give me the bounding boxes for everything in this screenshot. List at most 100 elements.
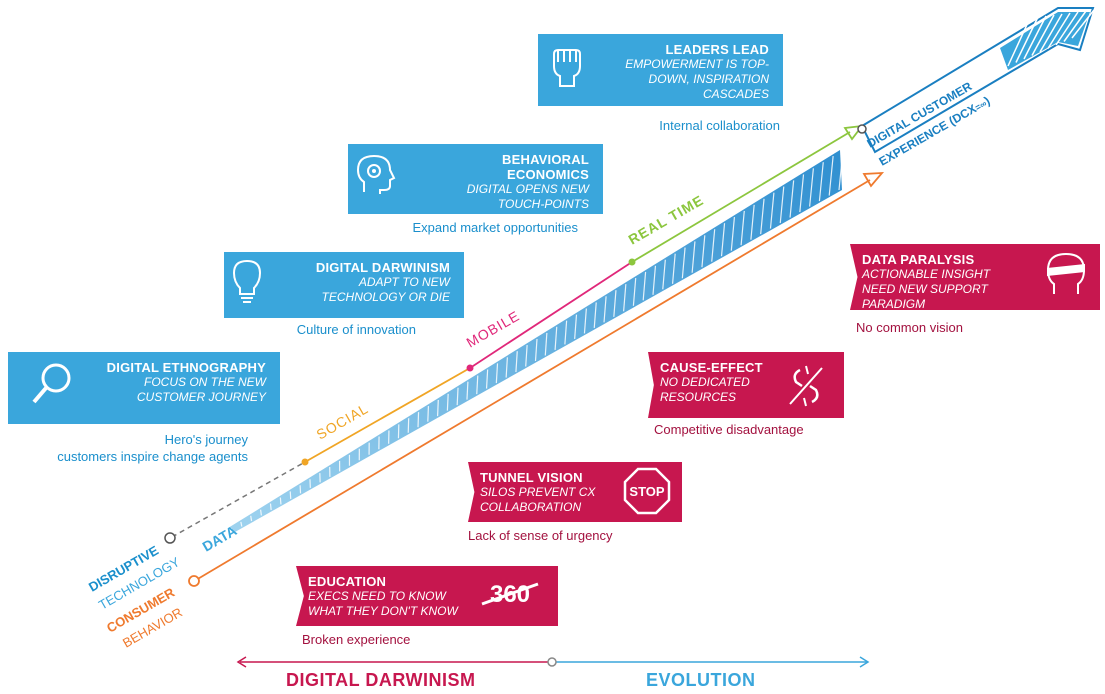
arrow-stripe	[1071, 9, 1095, 39]
card-subtitle: NO DEDICATED RESOURCES	[660, 375, 750, 404]
ribbon-stripe	[681, 247, 686, 279]
card-subtitle: DIGITAL OPENS NEW TOUCH-POINTS	[466, 182, 589, 211]
ribbon-stripe	[623, 284, 627, 312]
mobile-line-label: MOBILE	[464, 307, 523, 350]
ribbon-stripe	[456, 387, 459, 406]
arrow-stripe	[1039, 13, 1063, 53]
card-title: DIGITAL ETHNOGRAPHY	[106, 360, 266, 375]
digital-darwinism-card: DIGITAL DARWINISM ADAPT TO NEW TECHNOLOG…	[224, 252, 464, 318]
ribbon-stripe	[240, 521, 243, 527]
ribbon-stripe	[593, 302, 597, 328]
ribbon-stripe	[466, 381, 469, 400]
card-title: DIGITAL DARWINISM	[315, 260, 450, 275]
arrow-stripe	[1007, 17, 1031, 67]
realtime-arrowhead	[843, 124, 865, 141]
ribbon-stripe	[730, 217, 736, 251]
ribbon-stripe	[446, 393, 449, 411]
ribbon-stripe	[250, 515, 253, 522]
arrow-stripe	[1063, 10, 1087, 42]
ribbon-stripe	[809, 168, 814, 207]
lightbulb-icon	[232, 258, 262, 309]
education-caption: Broken experience	[302, 632, 411, 647]
broken-link-icon	[786, 364, 826, 413]
ribbon-stripe	[583, 308, 587, 334]
evolution-axis-label: EVOLUTION	[646, 670, 756, 690]
arrow-stripes	[1007, 9, 1095, 67]
ribbon-stripe	[769, 192, 775, 229]
digital-ethnography-caption-1: Hero's journey	[164, 432, 248, 447]
digital-darwinism-caption: Culture of innovation	[296, 322, 416, 337]
arrow-stripe	[1031, 14, 1055, 56]
ribbon-stripe	[838, 149, 844, 191]
ribbon-stripe	[427, 406, 430, 422]
ribbon-band	[228, 150, 842, 532]
ribbon-stripe	[289, 491, 292, 499]
cause-effect-card: CAUSE-EFFECT NO DEDICATED RESOURCES	[648, 352, 844, 418]
ribbon-stripe	[789, 180, 795, 218]
ribbon-stripe	[260, 509, 262, 516]
stop-sign-icon: STOP	[622, 466, 672, 521]
bottom-mid-node	[547, 657, 557, 667]
ribbon-stripe	[671, 253, 676, 284]
card-title: CAUSE-EFFECT	[660, 360, 763, 375]
ribbon-stripe	[642, 271, 647, 301]
technology-dashed-line	[171, 461, 306, 538]
ribbon-stripe	[564, 320, 568, 345]
education-card: EDUCATION EXECS NEED TO KNOW WHAT THEY D…	[296, 566, 558, 626]
card-title: DATA PARALYSIS	[862, 252, 975, 267]
ribbon-stripe	[632, 277, 637, 306]
card-subtitle: SILOS PREVENT CX COLLABORATION	[480, 485, 596, 514]
ribbon-stripe	[230, 527, 233, 533]
ribbon-stripe	[476, 375, 479, 395]
tunnel-vision-caption: Lack of sense of urgency	[468, 528, 613, 543]
ribbon-stripe	[485, 369, 489, 389]
ribbon-stripe	[711, 229, 716, 262]
head-gear-icon	[356, 152, 396, 201]
dcx-goal-arrow-fill	[1000, 12, 1090, 70]
ribbon-stripe	[691, 241, 696, 273]
ribbon-stripe	[495, 363, 499, 384]
leaders-lead-caption: Internal collaboration	[659, 118, 780, 133]
ribbon-stripe	[750, 204, 755, 240]
cause-effect-caption: Competitive disadvantage	[654, 422, 804, 437]
social-line-label: SOCIAL	[314, 400, 372, 443]
ribbon-stripe	[554, 326, 558, 351]
card-subtitle: FOCUS ON THE NEW CUSTOMER JOURNEY	[136, 375, 266, 404]
leaders-lead-card: LEADERS LEAD EMPOWERMENT IS TOP-DOWN, IN…	[538, 34, 783, 106]
technology-start-node	[164, 532, 176, 544]
card-title: LEADERS LEAD	[665, 42, 769, 57]
arrow-stripe	[1015, 16, 1039, 63]
arrow-stripe	[1023, 15, 1047, 60]
ribbon-stripe	[779, 186, 785, 224]
ribbon-stripe	[828, 156, 834, 196]
arrow-stripe	[1055, 11, 1079, 46]
digital-ethnography-card: DIGITAL ETHNOGRAPHY FOCUS ON THE NEW CUS…	[8, 352, 280, 424]
realtime-node	[628, 258, 636, 266]
bottom-right-arrowhead	[859, 656, 870, 668]
arrow-stripe	[1047, 12, 1071, 49]
ribbon-stripe	[652, 265, 657, 295]
card-title: BEHAVIORAL ECONOMICS	[502, 152, 589, 182]
stop-sign-text: STOP	[629, 484, 664, 499]
ribbon-stripe	[760, 198, 765, 235]
ribbon-stripe	[701, 235, 706, 268]
ribbon-stripe	[525, 345, 528, 367]
ribbon-stripe	[662, 259, 666, 290]
consumer-behavior-line	[195, 179, 871, 581]
data-line-label: DATA	[200, 522, 240, 554]
dcx-start-node	[857, 124, 867, 134]
digital-darwinism-axis-label: DIGITAL DARWINISM	[286, 670, 476, 690]
card-subtitle: ADAPT TO NEW TECHNOLOGY OR DIE	[321, 275, 450, 304]
data-paralysis-caption: No common vision	[856, 320, 963, 335]
digital-ethnography-caption-2: customers inspire change agents	[57, 449, 248, 464]
social-line-segment	[304, 367, 471, 463]
ribbon-stripe	[505, 357, 508, 378]
ribbon-stripe	[436, 399, 439, 417]
social-node	[301, 458, 309, 466]
card-subtitle: EMPOWERMENT IS TOP-DOWN, INSPIRATION CAS…	[625, 57, 769, 101]
card-subtitle: EXECS NEED TO KNOW WHAT THEY DON'T KNOW	[308, 589, 458, 618]
ribbon-stripe	[417, 412, 420, 428]
bottom-left-arrowhead	[236, 656, 247, 668]
consumer-start-node	[188, 575, 200, 587]
card-title: TUNNEL VISION	[480, 470, 583, 485]
